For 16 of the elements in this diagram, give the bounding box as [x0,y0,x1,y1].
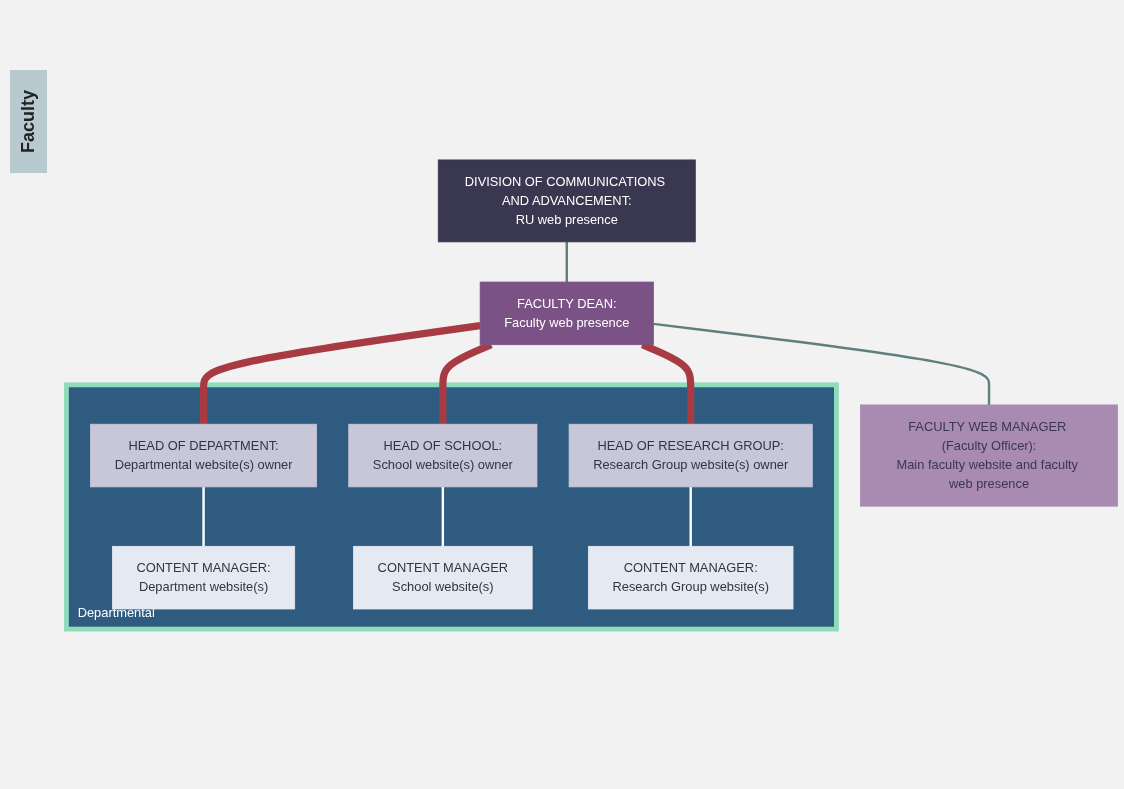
node-box: HEAD OF SCHOOL: School website(s) owner [348,423,538,488]
connector [689,486,692,547]
node-box: FACULTY WEB MANAGER (Faculty Officer): Main faculty website and faculty web presence [860,404,1118,507]
node-box: CONTENT MANAGER: Department website(s) [112,545,296,610]
connector [441,486,445,547]
node-box: FACULTY DEAN: Faculty web presence [479,281,654,346]
node-box: CONTENT MANAGER: Research Group website(s) [587,545,794,610]
connector [199,322,481,425]
node-box: CONTENT MANAGER School website(s) [353,545,533,610]
node-box: HEAD OF RESEARCH GROUP: Research Group website(s) owner [568,423,813,488]
connector [653,322,991,405]
node-box: HEAD OF DEPARTMENT: Departmental website(s) owner [90,423,317,488]
node-box: DIVISION OF COMMUNICATIONS AND ADVANCEMENT: RU web presence [437,159,696,243]
connector [202,486,205,547]
connector [565,241,568,283]
band-label: Faculty [10,70,47,174]
